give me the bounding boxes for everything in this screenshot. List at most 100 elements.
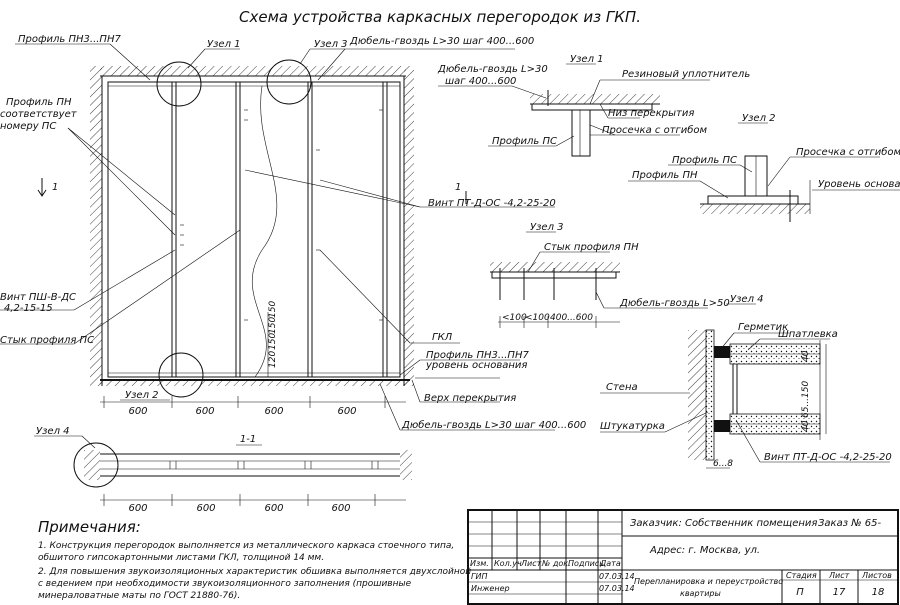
n1-bottom: Низ перекрытия (608, 108, 694, 119)
floor-hatch (100, 380, 410, 386)
tb-col-date: Дата (599, 559, 621, 568)
tb-col-izm: Изм. (470, 559, 489, 568)
tb-customer: Заказчик: Собственник помещения (630, 517, 817, 529)
n4-putty: Шпатлевка (778, 329, 838, 340)
tb-date-0: 07.03.14 (599, 572, 635, 581)
tb-col-list: Лист (520, 559, 542, 568)
node2-detail: Узел 2 Профиль ПС Просечка с отгибом Про… (628, 113, 900, 222)
tb-role-0: ГИП (471, 572, 487, 581)
note-line-1: обшитого гипсокартонными листами ГКЛ, то… (38, 553, 324, 563)
section-mark-right: 1 (455, 182, 461, 193)
node4-detail: Узел 4 65...150 40 40 6...8 Герметик Шпа… (600, 294, 892, 469)
n1-step: шаг 400...600 (445, 76, 516, 87)
tb-date-1: 07.03.14 (599, 584, 635, 593)
node2-circle (158, 352, 204, 398)
section-node4: Узел 4 (36, 426, 70, 437)
tb-col-sign: Подпись (568, 559, 604, 568)
n1-title: Узел 1 (570, 54, 604, 65)
n4-dim-v1: 40 (801, 350, 811, 362)
n3-dowel: Дюбель-гвоздь L>50 (619, 297, 730, 309)
label-node1: Узел 1 (207, 39, 241, 50)
title-block: Изм. Кол.уч Лист № док. Подпись Дата ГИП… (467, 509, 899, 605)
tb-order: Заказ № 65- (818, 518, 882, 529)
n2-title: Узел 2 (742, 113, 776, 124)
tb-project: Перепланировка и переустройство квартиры (634, 577, 786, 598)
vdim-3: 150 (268, 301, 278, 318)
node1-circle (156, 61, 202, 107)
n1-notch: Просечка с отгибом (602, 124, 708, 136)
section-title: 1-1 (240, 434, 256, 445)
n3-joint: Стык профиля ПН (544, 242, 639, 253)
notes-heading: Примечания: (38, 518, 141, 536)
n1-profile-ps: Профиль ПС (492, 136, 557, 147)
tb-sheets-label: Листов (861, 571, 892, 580)
n3-dim-0: <100 (502, 313, 527, 323)
n4-dim-v2: 40 (801, 420, 811, 432)
tb-sheets: 18 (872, 587, 885, 598)
studs (171, 82, 388, 377)
main-dim-3: 600 (337, 406, 356, 417)
tb-col-kol: Кол.уч (494, 559, 522, 568)
label-gkl: ГКЛ (432, 332, 453, 343)
drawing-title: Схема устройства каркасных перегородок и… (239, 8, 641, 26)
label-dowel-bottom: Дюбель-гвоздь L>30 шаг 400...600 (401, 419, 586, 431)
section-1-1: 1-1 Узел 4 600 600 600 600 (34, 426, 412, 514)
n3-dim-1: <100 (525, 313, 550, 323)
notes: Примечания: 1. Конструкция перегородок в… (38, 518, 471, 601)
left-wall-hatch (90, 66, 102, 386)
right-wall-hatch (404, 66, 414, 386)
n3-dim-2: 400...600 (550, 313, 593, 323)
tb-role-1: Инженер (471, 584, 510, 593)
partition-frame (107, 81, 401, 378)
n4-title: Узел 4 (730, 294, 764, 305)
sec-dim-2: 600 (264, 503, 283, 514)
vdim-0: 120 (268, 351, 278, 368)
n3-title: Узел 3 (530, 222, 564, 233)
sec-dim-3: 600 (331, 503, 350, 514)
main-dim-0: 600 (128, 406, 147, 417)
label-node3: Узел 3 (314, 39, 348, 50)
node3-detail: Узел 3 <100 <100 400...600 Стык профиля … (490, 222, 730, 328)
n4-plaster: Штукатурка (600, 421, 665, 432)
label-profile-pn: Профиль ПН соответствует номеру ПС (0, 97, 80, 132)
n1-dowel: Дюбель-гвоздь L>30 (437, 63, 548, 75)
n4-sealant: Герметик (738, 322, 788, 333)
label-screw-psh: Винт ПШ-В-ДС 4,2-15-15 (0, 292, 79, 314)
sec-dim-1: 600 (196, 503, 215, 514)
label-node2: Узел 2 (125, 390, 159, 401)
label-dowel-top: Дюбель-гвоздь L>30 шаг 400...600 (349, 35, 534, 47)
note-line-4: минераловатные маты по ГОСТ 21880-76). (38, 591, 240, 601)
main-elevation: 120 150 150 150 600 600 600 600 (0, 34, 586, 431)
note-line-0: 1. Конструкция перегородок выполняется и… (38, 541, 454, 551)
tb-sheet: 17 (833, 587, 846, 598)
n4-dim-h: 6...8 (713, 459, 733, 469)
label-profile-pn3: Профиль ПН3...ПН7 (18, 34, 121, 45)
tb-address: Адрес: г. Москва, ул. (649, 545, 760, 556)
section-mark-left: 1 (52, 182, 58, 193)
node1-detail: Узел 1 Дюбель-гвоздь L>30 шаг 400...600 … (437, 54, 750, 157)
n4-dim-v0: 65...150 (801, 381, 811, 418)
vdim-2: 150 (268, 317, 278, 334)
label-joint-ps: Стык профиля ПС (0, 335, 94, 346)
n2-profile-ps: Профиль ПС (672, 155, 737, 166)
node4-circle (73, 442, 119, 488)
n4-screw: Винт ПТ-Д-ОС -4,2-25-20 (764, 452, 892, 463)
label-base-level: уровень основания (425, 360, 527, 371)
node3-circle (266, 59, 312, 105)
vdim-1: 150 (268, 333, 278, 350)
n1-rubber: Резиновый уплотнитель (622, 69, 750, 80)
tb-sheet-label: Лист (828, 571, 850, 580)
label-top-floor: Верх перекрытия (424, 393, 516, 404)
label-screw-vint: Винт ПТ-Д-ОС -4,2-25-20 (428, 198, 556, 209)
n2-profile-pn: Профиль ПН (632, 170, 698, 181)
sec-dim-0: 600 (128, 503, 147, 514)
label-profile-pn3-b: Профиль ПН3...ПН7 (426, 350, 529, 361)
n2-notch: Просечка с отгибом (796, 146, 900, 158)
main-dim-2: 600 (264, 406, 283, 417)
main-dim-1: 600 (195, 406, 214, 417)
tb-stage-label: Стадия (786, 571, 817, 580)
tb-stage: П (796, 587, 804, 598)
break-line (251, 85, 278, 378)
note-line-2: 2. Для повышения звукоизоляционных харак… (38, 567, 471, 577)
